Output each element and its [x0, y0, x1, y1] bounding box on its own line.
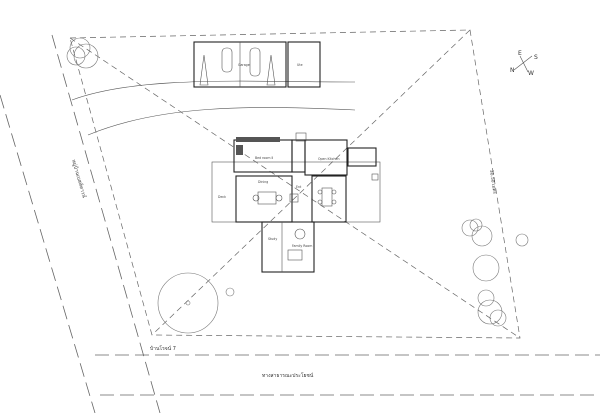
compass-south: S	[534, 54, 538, 61]
family-label: Family Room	[292, 244, 312, 248]
kitchen-label: Open Kitchen	[318, 157, 340, 161]
study-label: Study	[268, 237, 277, 241]
tree-icon	[157, 272, 219, 334]
house-plan: Bed room II Open Kitchen Dining Deck Ent…	[211, 132, 381, 273]
tree-icon	[477, 289, 495, 307]
car-icon	[249, 47, 261, 77]
property-boundary	[69, 29, 521, 339]
tree-icon	[489, 309, 507, 327]
tree-icon	[477, 299, 503, 325]
lane-label: บ้านโรจน์ 7	[150, 345, 176, 352]
tree-icon	[515, 233, 529, 247]
tree-icon	[472, 254, 500, 282]
compass-west: W	[528, 70, 534, 77]
living-label: Dining	[258, 180, 268, 184]
entry-label: Ent	[296, 185, 302, 189]
stair-hatch	[236, 137, 280, 142]
triangle-marker-icon	[266, 54, 276, 86]
compass-north: N	[510, 67, 515, 74]
compass-east: E	[518, 50, 522, 57]
tree-icon	[185, 300, 191, 306]
tree-icon	[69, 37, 91, 59]
master-bedroom-label: Bed room II	[255, 156, 273, 160]
road-left-label: หมู่บ้านเบสท์ทาวน์	[70, 159, 88, 200]
stair-hatch	[236, 145, 243, 155]
deck-label: Deck	[218, 195, 226, 199]
compass-rose: E S N W	[510, 50, 538, 77]
driveway-edge	[87, 107, 356, 136]
utility-label: Ute	[297, 63, 303, 67]
road-bottom-label: ทางสาธารณะประโยชน์	[262, 372, 314, 379]
driveway	[71, 80, 356, 101]
garage-label: Garage	[238, 63, 250, 67]
car-icon	[221, 47, 233, 73]
tree-icon	[461, 219, 479, 237]
property-diagonal-1	[69, 37, 521, 339]
tree-icon	[469, 218, 483, 232]
trees	[66, 37, 529, 334]
triangle-marker-icon	[199, 54, 209, 86]
tree-icon	[471, 225, 493, 247]
right-dimension-label: 30.50 เมตร	[488, 169, 497, 194]
property-diagonal-2	[151, 29, 471, 336]
tree-icon	[66, 46, 86, 66]
tree-icon	[73, 43, 99, 69]
road-boundaries	[0, 34, 600, 413]
garage: Garage Ute	[193, 41, 321, 88]
tree-icon	[225, 287, 235, 297]
